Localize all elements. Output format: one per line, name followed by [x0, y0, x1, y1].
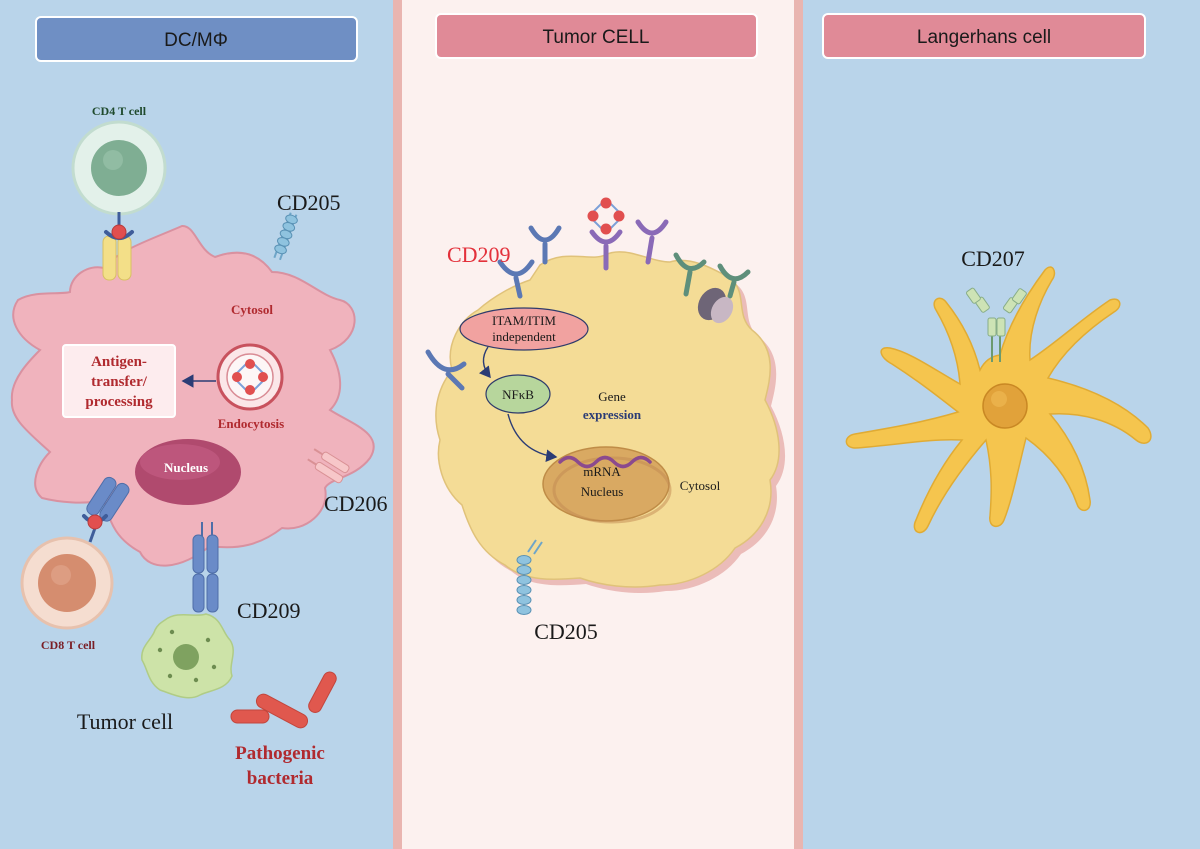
cd205-receptor-dc: [273, 212, 298, 261]
tcr-cd8: [82, 476, 130, 543]
gene-label-line1: Gene: [598, 389, 626, 404]
tumor-cytosol-label: Cytosol: [680, 478, 721, 493]
antigen-label-line1: Antigen-: [91, 354, 147, 370]
cd205-label-tumor: CD205: [534, 619, 598, 644]
dc-cell-body: [10, 224, 375, 567]
itam-itim-node: ITAM/ITIM independent: [459, 307, 589, 351]
cd209-receptor-dc: [192, 522, 219, 613]
cd4-t-cell: [71, 120, 167, 216]
receptor-blue-2: [497, 259, 535, 299]
antigen-processing-box: Antigen- transfer/ processing: [62, 344, 176, 418]
gene-label-line2: expression: [583, 407, 642, 422]
tumor-header: Tumor CELL: [435, 13, 758, 59]
itam-label-line2: independent: [492, 329, 556, 344]
panel-divider-right: [794, 0, 803, 849]
receptor-green-2: [717, 263, 751, 299]
tumor-nucleus-label: Nucleus: [581, 484, 624, 499]
receptor-blue-3: [425, 349, 467, 391]
grey-channel: [697, 287, 734, 324]
dc-nucleus: Nucleus: [135, 439, 241, 505]
itam-label-line1: ITAM/ITIM: [492, 313, 556, 328]
cd8-t-cell: [20, 536, 114, 630]
pathogenic-label-line2: bacteria: [247, 768, 314, 789]
small-tumor-cell: [141, 613, 234, 699]
panel-divider-left: [393, 0, 402, 849]
cd209-label-tumor: CD209: [447, 242, 511, 267]
cd8-label: CD8 T cell: [41, 638, 96, 652]
tumor-header-text: Tumor CELL: [543, 27, 650, 48]
nfkb-label: NFκB: [502, 387, 534, 402]
cd207-receptor: [965, 287, 1027, 362]
receptor-green-1: [673, 252, 707, 297]
cd205-receptor-tumor: [516, 539, 543, 615]
langerhans-header: Langerhans cell: [822, 13, 1146, 59]
tcr-cd4: [102, 212, 134, 281]
mrna-strand: [558, 455, 652, 469]
endocytosis-label: Endocytosis: [218, 416, 284, 431]
langerhans-header-text: Langerhans cell: [917, 27, 1051, 48]
nfkb-node: NFκB: [485, 374, 551, 414]
antigen-label-line2: transfer/: [91, 374, 148, 390]
cd209-label-dc: CD209: [237, 598, 301, 623]
langerhans-nucleus: [982, 383, 1028, 429]
nfkb-to-nucleus-arrow: [507, 413, 558, 462]
dc-cytosol-label: Cytosol: [231, 302, 273, 317]
cd207-label: CD207: [961, 246, 1025, 271]
cd206-receptor: [307, 448, 350, 484]
cd206-label: CD206: [324, 491, 388, 516]
receptor-purple-2: [635, 219, 669, 265]
antigen-cluster-tumor: [587, 197, 625, 235]
receptor-blue-1: [528, 225, 562, 265]
itam-to-nfkb-arrow: [478, 346, 491, 379]
dc-header: DC/MΦ: [35, 16, 358, 62]
receptor-purple-1: [589, 229, 623, 271]
endosome: [216, 343, 284, 411]
mrna-label: mRNA: [583, 464, 621, 479]
pathogenic-label-line1: Pathogenic: [235, 743, 325, 764]
antigen-label-line3: processing: [85, 394, 153, 410]
tumor-nucleus: mRNA Nucleus: [542, 446, 672, 524]
tumor-cell-label-dc: Tumor cell: [77, 709, 173, 734]
dc-nucleus-label: Nucleus: [164, 460, 208, 475]
bacteria-group: [230, 671, 337, 729]
dc-header-text: DC/MΦ: [164, 30, 228, 51]
cd205-label-dc: CD205: [277, 190, 341, 215]
cd4-label: CD4 T cell: [92, 104, 147, 118]
